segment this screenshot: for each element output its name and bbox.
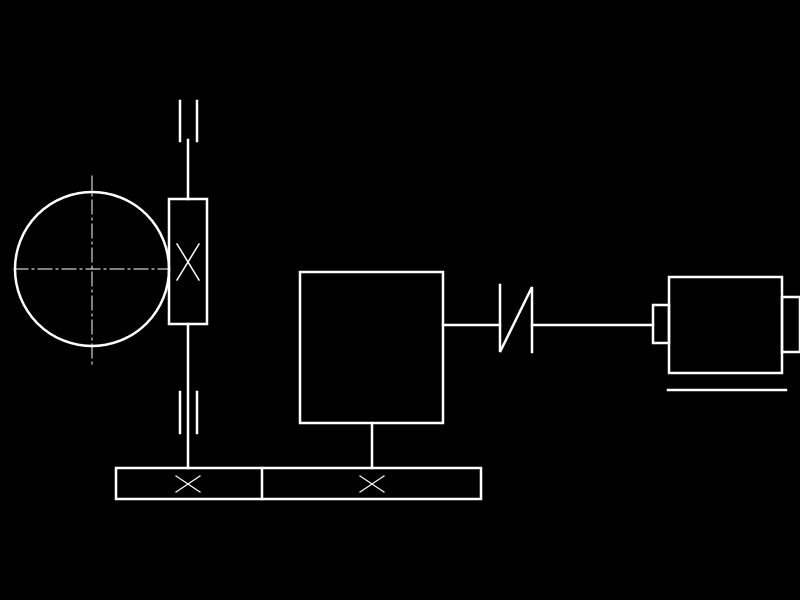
left-pulley-cross	[175, 475, 201, 493]
electric-motor	[651, 275, 800, 375]
motor-body	[667, 275, 784, 375]
worm-shaft	[167, 138, 209, 470]
worm-gear	[13, 175, 171, 365]
belt-drive-frame	[114, 466, 483, 501]
right-pulley-cross	[359, 475, 385, 493]
gearbox	[298, 270, 502, 470]
lower-shaft-bearing	[178, 390, 199, 435]
coupling-zigzag	[498, 283, 534, 354]
upper-shaft-bearing	[178, 99, 199, 143]
worm-cross-b	[175, 242, 201, 282]
motor-end-cap	[780, 295, 800, 354]
belt-drive	[114, 466, 483, 501]
coupling	[498, 283, 655, 354]
gearbox-body	[298, 270, 445, 425]
motor-shaft-hub	[651, 303, 671, 345]
